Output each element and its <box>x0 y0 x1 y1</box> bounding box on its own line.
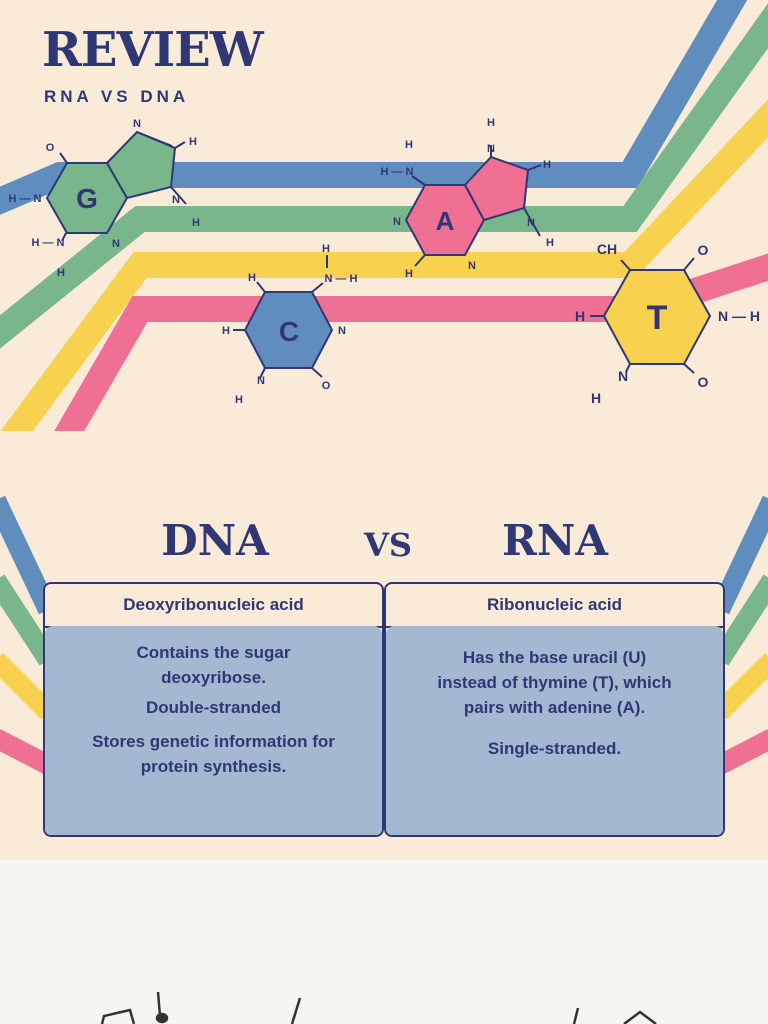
dna-heading: DNA <box>161 516 269 565</box>
left-green-stripe <box>0 574 57 666</box>
music-note-icon <box>572 1007 580 1024</box>
music-note-icon <box>623 1010 657 1024</box>
right-side-stripes <box>710 495 768 774</box>
cytosine-bonds <box>233 255 328 379</box>
rna-card: Ribonucleic acid Has the base uracil (U)… <box>384 582 725 837</box>
cytosine-letter: C <box>279 316 299 347</box>
guanine-atom-n-right: N <box>172 194 180 206</box>
yellow-stripe <box>0 99 768 448</box>
page-subtitle: RNA VS DNA <box>44 87 190 106</box>
guanine-letter: G <box>76 183 98 214</box>
cytosine-atom-h-left: H <box>222 325 230 337</box>
guanine-pentagon <box>105 130 177 200</box>
dna-card-title: Deoxyribonucleic acid <box>45 584 382 628</box>
rainbow-stripes <box>0 0 768 448</box>
cytosine-atom-h-bottom: H <box>235 394 243 406</box>
music-note-icon <box>100 1008 136 1024</box>
music-note-icon <box>156 991 162 1017</box>
thymine-atom-n-bottom: N <box>618 368 628 384</box>
cytosine-atom-h-left-top: H <box>248 272 256 284</box>
adenine-atom-h-left-top: H <box>405 139 413 151</box>
guanine-atom-h-right: H <box>192 217 200 229</box>
cytosine-atom-h-top: H <box>322 243 330 255</box>
adenine-atom-h-bottom: H <box>405 268 413 280</box>
thymine-atom-nh-right: N — H <box>718 308 760 324</box>
dna-card-body: Contains the sugar deoxyribose. Double-s… <box>45 626 382 835</box>
page-title: REVIEW <box>42 22 264 78</box>
right-green-stripe <box>711 574 768 666</box>
guanine-molecule: G O N H H — N N H N H — N H <box>9 118 201 279</box>
thymine-atom-o-top: O <box>698 242 709 258</box>
green-stripe <box>0 3 768 349</box>
adenine-pentagon <box>463 155 530 222</box>
right-pink-stripe <box>715 729 768 774</box>
left-pink-stripe <box>0 729 53 774</box>
music-note-icon <box>290 997 302 1024</box>
adenine-atom-h-top: H <box>487 117 495 129</box>
dna-fact: Stores genetic information for protein s… <box>92 732 335 776</box>
blue-stripe <box>0 0 748 215</box>
rna-fact: Single-stranded. <box>487 739 622 758</box>
adenine-molecule: A H N H H H — N N N H N H <box>381 117 555 280</box>
adenine-atom-h-right-top: H <box>543 159 551 171</box>
right-yellow-stripe <box>712 652 768 720</box>
rna-heading: RNA <box>502 516 608 565</box>
guanine-atom-n-top: N <box>133 118 141 130</box>
guanine-atom-h-bottom: H <box>57 267 65 279</box>
cytosine-molecule: C H N — H H H N N H O <box>222 243 358 406</box>
thymine-bonds <box>590 257 695 374</box>
adenine-atom-n-top: N <box>487 143 495 155</box>
vs-label: VS <box>364 526 412 564</box>
guanine-atom-h-top: H <box>189 136 197 148</box>
right-blue-stripe <box>710 495 768 615</box>
guanine-atom-n-left: H — N <box>9 193 42 205</box>
left-blue-stripe <box>0 495 58 615</box>
adenine-atom-n-left: N <box>393 216 401 228</box>
pink-stripe <box>52 253 768 447</box>
thymine-atom-ch: CH <box>597 241 617 257</box>
adenine-bonds <box>411 145 542 267</box>
guanine-atom-o: O <box>46 142 55 154</box>
cytosine-atom-n-bottom: N <box>257 375 265 387</box>
dna-fact: Double-stranded <box>145 698 282 717</box>
left-yellow-stripe <box>0 652 56 720</box>
guanine-atom-hn-bottom: H — N <box>32 237 65 249</box>
adenine-atom-n-bottom: N <box>468 260 476 272</box>
cytosine-atom-n-right: N <box>338 325 346 337</box>
adenine-letter: A <box>436 206 455 236</box>
guanine-bonds <box>59 131 187 242</box>
left-side-stripes <box>0 495 58 774</box>
adenine-atom-h-right: H <box>546 237 554 249</box>
adenine-atom-hn-left: H — N <box>381 166 414 178</box>
rna-card-body: Has the base uracil (U) instead of thymi… <box>386 626 723 835</box>
thymine-molecule: T CH O H N — H N H O <box>575 241 760 406</box>
cytosine-atom-nh-top: N — H <box>325 273 358 285</box>
thymine-atom-h-bottom: H <box>591 390 601 406</box>
guanine-atom-n-bottom: N <box>112 238 120 250</box>
thymine-atom-h-left: H <box>575 308 585 324</box>
cytosine-atom-o: O <box>322 380 331 392</box>
dna-card: Deoxyribonucleic acid Contains the sugar… <box>43 582 384 837</box>
adenine-atom-n-right: N <box>527 217 535 229</box>
thymine-atom-o-bottom: O <box>698 374 709 390</box>
music-note-icon <box>155 1012 169 1024</box>
thymine-letter: T <box>647 299 668 337</box>
rna-card-title: Ribonucleic acid <box>386 584 723 628</box>
rna-fact: Has the base uracil (U) instead of thymi… <box>437 648 672 717</box>
dna-fact: Contains the sugar deoxyribose. <box>136 643 291 687</box>
music-notes-decoration <box>100 991 657 1024</box>
